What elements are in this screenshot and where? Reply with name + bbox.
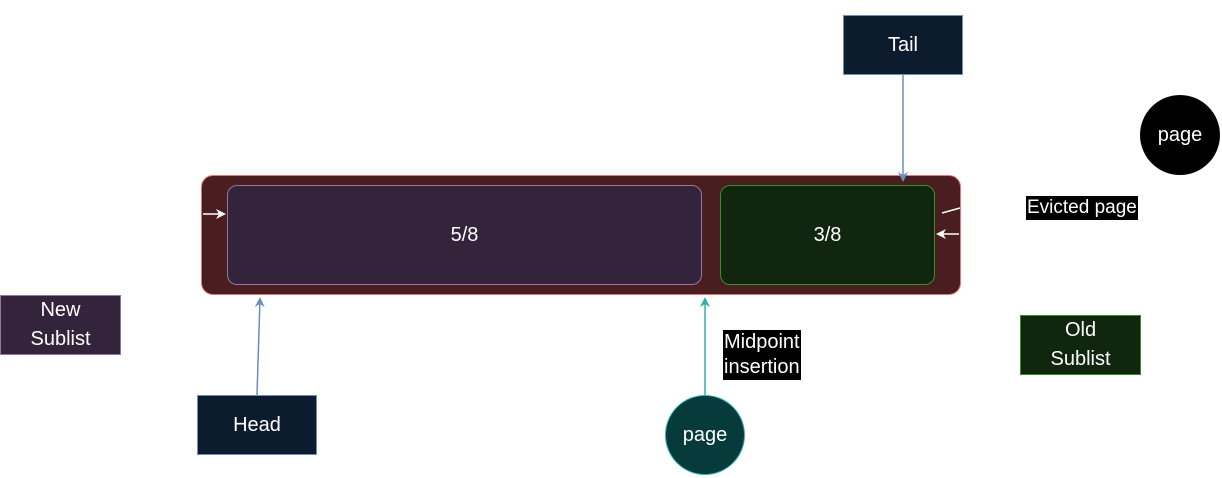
old-sublist-segment: 3/8 [720, 185, 935, 285]
new-sublist-legend-label: New Sublist [30, 299, 91, 350]
head-pointer-label: Head [233, 414, 281, 436]
midpoint-insertion-label: Midpoint insertion [723, 330, 801, 380]
evicted-page-label: page [1157, 124, 1203, 146]
old-sublist-legend-label: Old Sublist [1050, 319, 1111, 370]
evicted-page-annotation: Evicted page [1026, 196, 1138, 220]
new-sublist-fraction-label: 5/8 [450, 224, 479, 246]
old-sublist-fraction-label: 3/8 [813, 224, 842, 246]
eviction-path-line [941, 207, 961, 214]
head-pointer-box: Head [197, 395, 317, 455]
evicted-page-node: page [1140, 95, 1220, 175]
tail-pointer-box: Tail [843, 15, 963, 75]
old-sublist-legend: Old Sublist [1020, 315, 1141, 375]
new-sublist-legend: New Sublist [0, 295, 121, 355]
inserted-page-node: page [665, 395, 745, 475]
head-pointer-arrow [254, 297, 265, 396]
tail-pointer-label: Tail [887, 34, 918, 56]
new-sublist-segment: 5/8 [227, 185, 702, 285]
inserted-page-label: page [682, 424, 728, 446]
